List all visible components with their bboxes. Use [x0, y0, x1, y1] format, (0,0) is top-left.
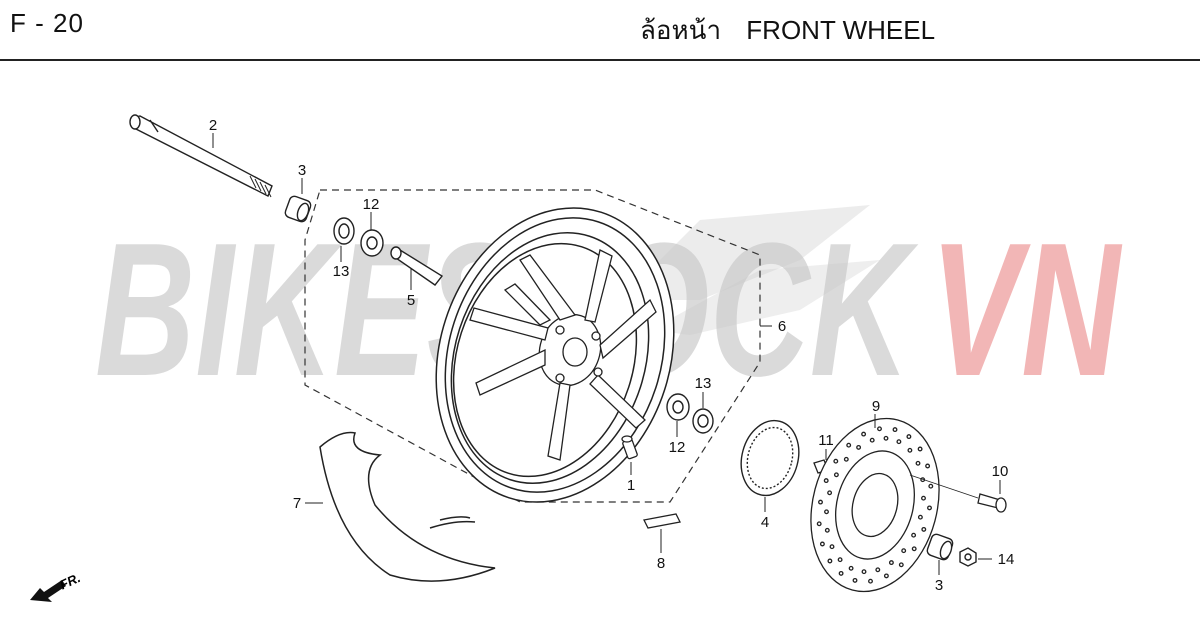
disk-hole: [892, 427, 898, 433]
disk-hole: [896, 439, 902, 445]
page-code: F - 20: [10, 8, 84, 38]
page-title: ล้อหน้า FRONT WHEEL: [640, 10, 935, 51]
callout-14: 14: [998, 551, 1015, 568]
callout-10: 10: [992, 463, 1009, 480]
disk-hole: [848, 565, 854, 571]
callout-12-top: 12: [363, 196, 380, 213]
callout-2: 2: [209, 117, 217, 134]
disk-hole: [833, 472, 839, 478]
collar-part-bottom: [926, 533, 954, 561]
watermark-text-right: VN: [930, 204, 1123, 416]
disk-hole: [823, 478, 829, 484]
title-thai: ล้อหน้า: [640, 16, 722, 46]
callout-4: 4: [761, 514, 769, 531]
disk-hole: [843, 456, 849, 462]
disk-hole: [877, 426, 882, 432]
callout-8: 8: [657, 555, 665, 572]
disk-hole: [861, 431, 867, 437]
title-english: FRONT WHEEL: [746, 15, 936, 45]
disk-hole: [869, 437, 875, 443]
collar-part-top: [284, 195, 312, 223]
disk-hole: [928, 483, 934, 489]
disk-hole: [921, 526, 927, 532]
honda-wing-logo: [620, 205, 880, 335]
oil-seal-top: [333, 217, 355, 245]
disk-hole: [829, 544, 835, 550]
distance-collar: [390, 246, 444, 286]
disk-hole: [883, 573, 889, 579]
callout-3-top: 3: [298, 162, 306, 179]
front-fender: [319, 431, 496, 582]
disk-hole: [917, 446, 923, 452]
disk-hole: [898, 562, 904, 568]
disk-hole: [917, 514, 923, 520]
brake-disk: [810, 417, 940, 593]
disk-hole: [861, 569, 867, 575]
callout-9: 9: [872, 398, 880, 415]
callout-13-top: 13: [333, 263, 350, 280]
pulser-ring: [740, 419, 800, 497]
disk-hole: [925, 463, 931, 469]
air-valve: [621, 435, 638, 460]
arrow-left-down-icon: [30, 580, 66, 602]
direction-marker: FR.: [30, 570, 83, 602]
disk-hole: [838, 570, 844, 576]
disk-hole: [846, 442, 852, 448]
callout-6: 6: [778, 318, 786, 335]
disk-hole: [868, 578, 873, 584]
bearing-right: [666, 393, 690, 421]
oil-seal-right: [692, 408, 714, 434]
disk-hole: [827, 558, 833, 564]
callout-5: 5: [407, 292, 415, 309]
callout-1: 1: [627, 477, 635, 494]
disk-hole: [837, 557, 843, 563]
disk-hole: [856, 444, 862, 450]
header-divider: [0, 59, 1200, 61]
disk-hole: [901, 548, 907, 554]
callout-11: 11: [818, 432, 834, 449]
brake-disk-holes: [816, 426, 934, 584]
disk-hole: [907, 447, 913, 453]
wheel-spokes: [469, 249, 657, 461]
disk-hole: [818, 499, 823, 505]
disk-hole: [833, 458, 839, 464]
disk-hole: [921, 495, 926, 501]
disk-hole: [824, 527, 830, 533]
disk-hole: [906, 434, 912, 440]
disk-hole: [819, 541, 825, 547]
callout-3-bottom: 3: [935, 577, 943, 594]
disk-hole: [816, 521, 822, 527]
direction-label: FR.: [57, 570, 82, 592]
disk-bolt: [977, 493, 1007, 513]
callout-13-right: 13: [695, 375, 712, 392]
bearing-top: [360, 229, 384, 257]
axle-part: [129, 114, 273, 198]
callout-12-right: 12: [669, 439, 686, 456]
balance-weight: [643, 513, 681, 529]
disk-hole: [915, 460, 921, 466]
disk-hole: [911, 532, 917, 538]
disk-hole: [875, 567, 881, 573]
disk-hole: [911, 546, 917, 552]
disk-hole: [883, 435, 889, 441]
disk-hole: [827, 490, 833, 496]
disk-hole: [824, 509, 829, 515]
callout-labels: 2 3 12 13 5 6 13 12 1 4 11 9 10 14 3 7 8: [209, 117, 1015, 594]
disk-hole: [927, 505, 932, 511]
disk-hole: [888, 560, 894, 566]
callout-7: 7: [293, 495, 301, 512]
disk-hole: [852, 577, 858, 583]
axle-nut: [959, 547, 977, 567]
assembly-outline: [304, 189, 761, 503]
